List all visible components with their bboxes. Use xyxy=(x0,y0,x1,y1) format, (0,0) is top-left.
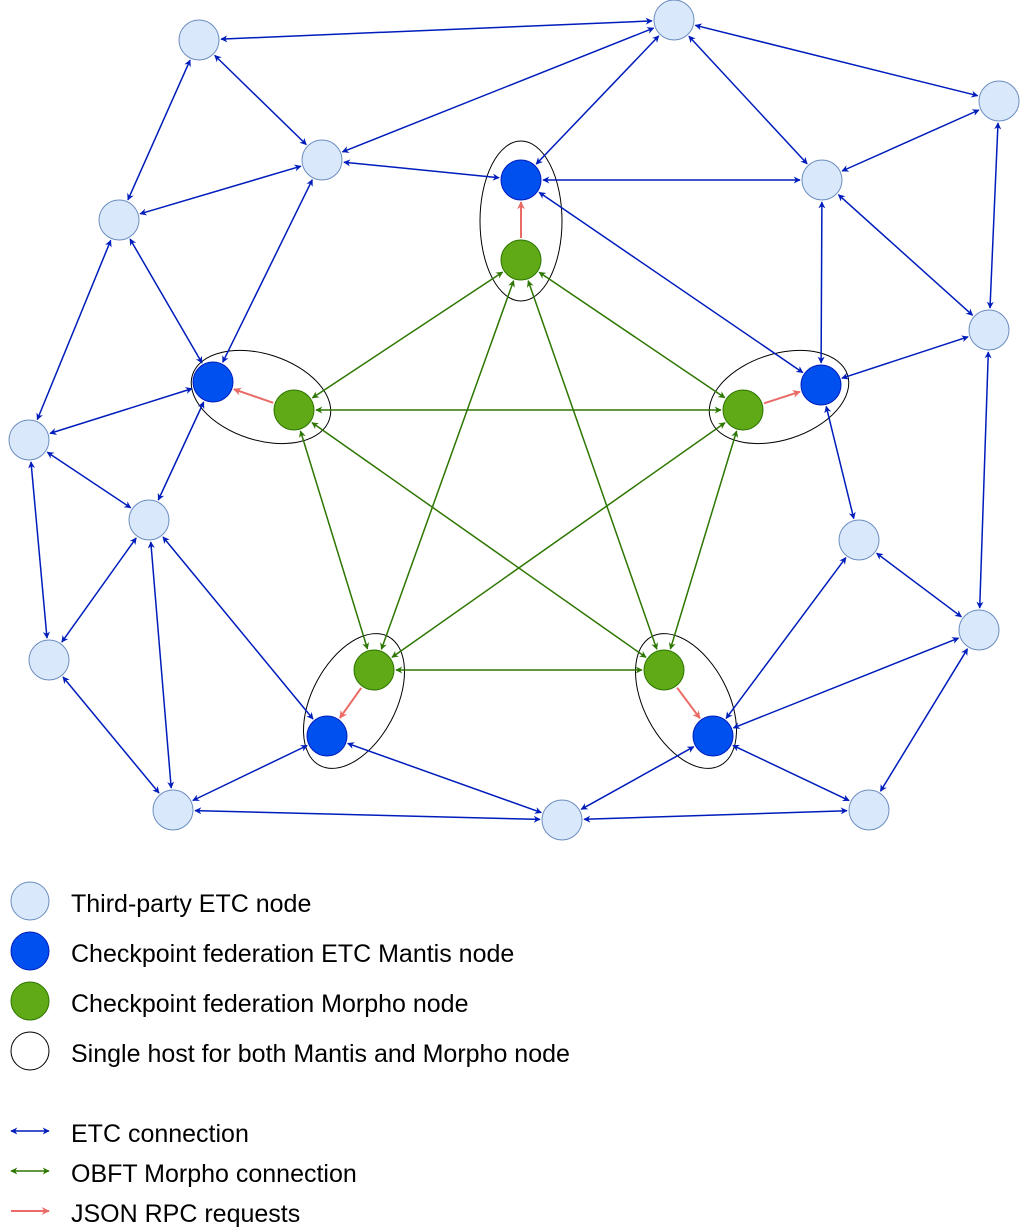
etc-connection-line xyxy=(49,387,193,435)
obft-connection-line xyxy=(668,430,739,650)
etc-connection-line xyxy=(694,23,979,98)
etc-connection-line xyxy=(127,59,191,201)
third-party-node xyxy=(801,159,843,201)
etc-connection-line xyxy=(147,541,175,789)
obft-connection-line xyxy=(380,280,515,650)
etc-connection-line xyxy=(976,351,992,609)
mantis-node xyxy=(306,715,348,757)
etc-connection-line xyxy=(194,807,541,823)
json-rpc-arrow xyxy=(338,687,363,719)
etc-connection-line xyxy=(583,807,848,823)
morpho-node xyxy=(643,649,685,691)
mantis-node xyxy=(500,159,542,201)
legend-host-swatch xyxy=(10,1031,50,1071)
etc-connection-line xyxy=(841,335,969,380)
etc-connection-line xyxy=(162,536,314,720)
etc-connection-line xyxy=(46,451,132,509)
third-party-node xyxy=(848,789,890,831)
etc-connection-line xyxy=(62,676,160,794)
obft-connection-line xyxy=(526,280,659,650)
third-party-node xyxy=(8,419,50,461)
legend-third-party-label: Third-party ETC node xyxy=(71,890,311,918)
obft-connection-line xyxy=(299,430,369,650)
etc-connection-line xyxy=(220,17,653,43)
legend-host-label: Single host for both Mantis and Morpho n… xyxy=(71,1040,570,1068)
third-party-node xyxy=(541,799,583,841)
legend-json-rpc-label: JSON RPC requests xyxy=(71,1200,300,1228)
mantis-node xyxy=(192,361,234,403)
etc-connection-line xyxy=(343,159,500,181)
third-party-node xyxy=(978,80,1020,122)
etc-connection-line xyxy=(129,238,203,364)
etc-connection-line xyxy=(157,401,205,501)
morpho-node xyxy=(500,239,542,281)
etc-connection-line xyxy=(817,201,826,364)
legend-etc-connection-label: ETC connection xyxy=(71,1120,249,1148)
host-ellipse-4 xyxy=(303,633,405,769)
etc-connection-line xyxy=(538,191,804,374)
obft-connection-line xyxy=(311,421,647,659)
json-rpc-arrow xyxy=(763,390,801,405)
legend-mantis-label: Checkpoint federation ETC Mantis node xyxy=(71,940,514,968)
legend-morpho-label: Checkpoint federation Morpho node xyxy=(71,990,469,1018)
third-party-node xyxy=(301,139,343,181)
etc-connection-line xyxy=(61,537,137,643)
etc-connection-line xyxy=(222,179,313,363)
obft-connection-line xyxy=(311,271,504,399)
etc-connection-line xyxy=(876,552,962,618)
etc-connection-line xyxy=(688,35,808,165)
etc-connection-line xyxy=(725,557,847,719)
etc-connection-line xyxy=(732,637,960,729)
legend: Third-party ETC node Checkpoint federati… xyxy=(10,881,570,1228)
third-party-node xyxy=(128,499,170,541)
nodes xyxy=(8,0,1020,841)
connections xyxy=(28,17,1002,823)
etc-connection-line xyxy=(139,164,302,216)
obft-connection-line xyxy=(391,422,726,658)
third-party-node xyxy=(958,609,1000,651)
third-party-node xyxy=(28,639,70,681)
third-party-node xyxy=(968,309,1010,351)
third-party-node xyxy=(653,0,695,41)
etc-connection-line xyxy=(879,648,969,792)
etc-connection-line xyxy=(535,35,660,165)
etc-connection-line xyxy=(824,405,856,520)
etc-connection-line xyxy=(732,744,850,802)
morpho-node xyxy=(353,649,395,691)
legend-third-party-swatch xyxy=(10,881,50,921)
etc-connection-line xyxy=(28,461,50,639)
etc-connection-line xyxy=(580,746,695,810)
etc-connection-line xyxy=(841,109,980,172)
etc-connection-line xyxy=(214,54,307,146)
obft-connection-line xyxy=(538,271,726,399)
etc-connection-line xyxy=(36,239,112,421)
legend-mantis-swatch xyxy=(10,931,50,971)
etc-connection-line xyxy=(347,742,542,814)
json-rpc-arrow xyxy=(676,687,701,719)
mantis-node xyxy=(692,715,734,757)
etc-connection-line xyxy=(837,194,974,316)
legend-morpho-swatch xyxy=(10,981,50,1021)
morpho-node xyxy=(722,389,764,431)
third-party-node xyxy=(838,519,880,561)
morpho-node xyxy=(273,389,315,431)
third-party-node xyxy=(178,19,220,61)
mantis-node xyxy=(800,364,842,406)
third-party-node xyxy=(152,789,194,831)
third-party-node xyxy=(98,199,140,241)
etc-connection-line xyxy=(986,122,1002,309)
legend-obft-connection-label: OBFT Morpho connection xyxy=(71,1160,357,1188)
json-rpc-arrow xyxy=(233,387,274,404)
etc-connection-line xyxy=(192,744,308,802)
